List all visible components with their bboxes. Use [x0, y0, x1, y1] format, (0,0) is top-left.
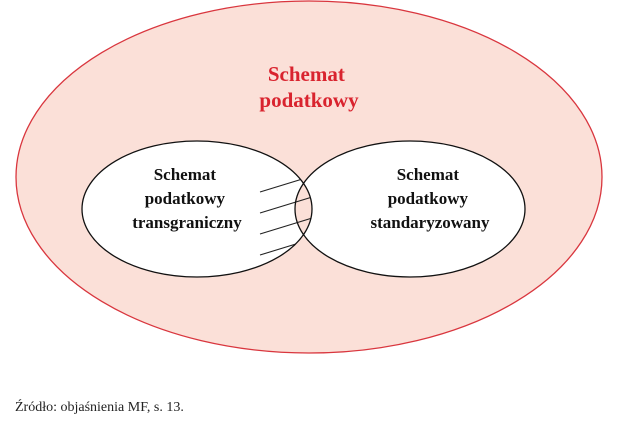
left-ellipse	[81, 140, 313, 278]
outer-label-line1: Schemat	[268, 62, 345, 86]
left-label-line1: Schemat	[154, 165, 217, 184]
right-label-line1: Schemat	[397, 165, 460, 184]
right-label-line3: standaryzowany	[370, 213, 490, 232]
left-label: Schemat podatkowy transgraniczny	[132, 165, 242, 232]
left-label-line3: transgraniczny	[132, 213, 242, 232]
left-label-line2: podatkowy	[145, 189, 226, 208]
right-ellipse	[294, 140, 526, 278]
outer-label-line2: podatkowy	[259, 88, 359, 112]
outer-label: Schemat podatkowy	[259, 62, 359, 112]
left-ellipse-fill	[82, 141, 312, 277]
right-label: Schemat podatkowy standaryzowany	[370, 165, 490, 232]
source-note: Źródło: objaśnienia MF, s. 13.	[15, 400, 184, 415]
right-ellipse-fill	[295, 141, 525, 277]
right-label-line2: podatkowy	[388, 189, 469, 208]
